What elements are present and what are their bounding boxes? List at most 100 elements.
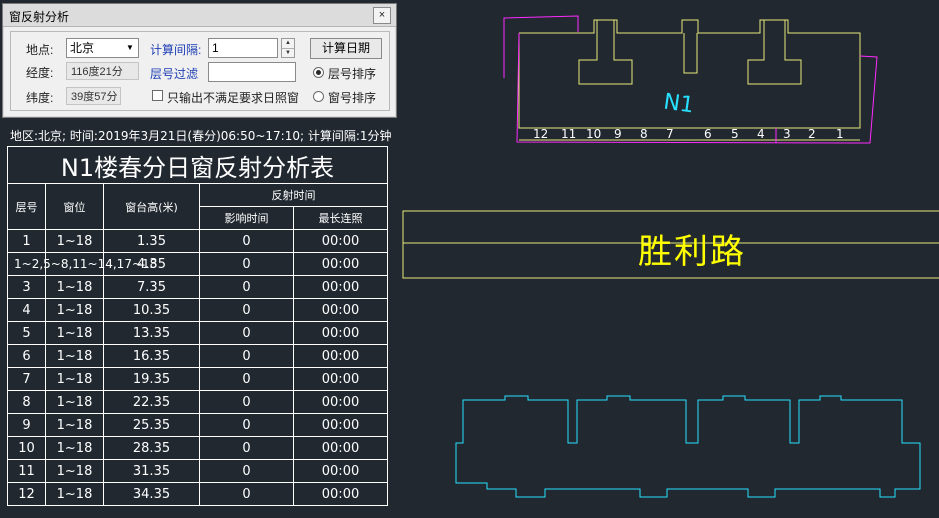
longitude-label: 经度: bbox=[26, 66, 54, 80]
cell-impact: 0 bbox=[199, 252, 294, 276]
cell-longest: 00:00 bbox=[292, 229, 389, 253]
unit-number: 9 bbox=[614, 127, 622, 141]
floor-filter-label: 层号过滤 bbox=[150, 67, 199, 81]
location-select[interactable]: 北京 ▼ bbox=[66, 38, 139, 58]
unit-number: 12 bbox=[533, 127, 548, 141]
cell-sill: 1.35 bbox=[103, 229, 200, 253]
cell-window: 1~18 bbox=[45, 229, 104, 253]
header-reflection: 反射时间 bbox=[198, 183, 389, 207]
location-value: 北京 bbox=[70, 41, 95, 55]
cell-sill: 34.35 bbox=[103, 482, 200, 506]
cell-impact: 0 bbox=[199, 413, 294, 437]
cell-longest: 00:00 bbox=[292, 344, 389, 368]
location-label: 地点: bbox=[26, 43, 54, 57]
unit-number-marks: 12 11 10 9 8 7 6 5 4 3 2 1 bbox=[533, 127, 844, 141]
sort-by-window-label[interactable]: 窗号排序 bbox=[328, 91, 377, 105]
analysis-info-line: 地区:北京; 时间:2019年3月21日(春分)06:50~17:10; 计算间… bbox=[10, 129, 392, 143]
unit-number: 11 bbox=[561, 127, 576, 141]
building-n1-outline[interactable] bbox=[518, 19, 861, 141]
cell-floor: 5 bbox=[7, 321, 46, 345]
cell-floor: 6 bbox=[7, 344, 46, 368]
interval-label: 计算间隔: bbox=[150, 43, 202, 57]
cell-longest: 00:00 bbox=[292, 413, 389, 437]
cell-floor: 9 bbox=[7, 413, 46, 437]
cell-window: 1~18 bbox=[45, 344, 104, 368]
cell-window: 1~18 bbox=[45, 459, 104, 483]
floor-filter-input[interactable] bbox=[208, 62, 296, 82]
cell-impact: 0 bbox=[199, 344, 294, 368]
only-output-checkbox[interactable] bbox=[152, 90, 163, 101]
cell-window: 1~18 bbox=[45, 275, 104, 299]
unit-number: 7 bbox=[666, 127, 674, 141]
chevron-down-icon[interactable]: ▼ bbox=[126, 43, 134, 52]
window-reflection-dialog[interactable]: 窗反射分析 × 地点: 北京 ▼ 经度: 116度21分 纬度: 39度57分 … bbox=[2, 3, 397, 118]
header-sill: 窗台高(米) bbox=[103, 183, 200, 230]
cell-impact: 0 bbox=[199, 436, 294, 460]
building-n1-magenta-outline[interactable] bbox=[503, 15, 878, 144]
latitude-label: 纬度: bbox=[26, 91, 54, 105]
dialog-settings-group: 地点: 北京 ▼ 经度: 116度21分 纬度: 39度57分 计算间隔: 1 … bbox=[10, 31, 390, 111]
close-button[interactable]: × bbox=[373, 7, 391, 24]
cell-floor: 1 bbox=[7, 229, 46, 253]
header-longest: 最长连照 bbox=[292, 206, 389, 230]
building-label: N1 bbox=[662, 90, 696, 119]
cell-sill: 13.35 bbox=[103, 321, 200, 345]
cell-window: 1~18 bbox=[45, 367, 104, 391]
reflection-analysis-table[interactable]: N1楼春分日窗反射分析表 层号 窗位 窗台高(米) 反射时间 影响时间 最长连照… bbox=[6, 146, 389, 506]
cell-window: 1~18 bbox=[45, 413, 104, 437]
road-outline[interactable] bbox=[402, 210, 939, 279]
cell-longest: 00:00 bbox=[292, 367, 389, 391]
unit-number: 3 bbox=[783, 127, 791, 141]
sort-by-floor-label[interactable]: 层号排序 bbox=[328, 67, 377, 81]
spin-down-icon[interactable]: ▼ bbox=[282, 48, 294, 58]
cell-sill: 4.35 bbox=[103, 252, 200, 276]
header-impact: 影响时间 bbox=[199, 206, 294, 230]
cell-longest: 00:00 bbox=[292, 482, 389, 506]
cell-window: 1~18 bbox=[45, 298, 104, 322]
unit-number: 6 bbox=[704, 127, 712, 141]
latitude-field: 39度57分 bbox=[66, 87, 121, 105]
building-cyan-outline[interactable] bbox=[455, 395, 921, 498]
cell-sill: 22.35 bbox=[103, 390, 200, 414]
spin-up-icon[interactable]: ▲ bbox=[285, 40, 291, 46]
cell-window: 1~18 bbox=[45, 390, 104, 414]
calc-date-button[interactable]: 计算日期 bbox=[310, 38, 382, 59]
cell-window: 1~18 bbox=[45, 482, 104, 506]
dialog-title: 窗反射分析 bbox=[9, 10, 70, 24]
sort-by-floor-radio[interactable] bbox=[313, 67, 324, 78]
header-window: 窗位 bbox=[45, 183, 104, 230]
unit-number: 1 bbox=[836, 127, 844, 141]
cell-longest: 00:00 bbox=[292, 321, 389, 345]
cell-floor: 8 bbox=[7, 390, 46, 414]
cell-sill: 7.35 bbox=[103, 275, 200, 299]
cell-sill: 16.35 bbox=[103, 344, 200, 368]
cell-longest: 00:00 bbox=[292, 436, 389, 460]
sort-by-window-radio[interactable] bbox=[313, 91, 324, 102]
interval-input[interactable]: 1 bbox=[208, 38, 278, 58]
cell-sill: 10.35 bbox=[103, 298, 200, 322]
cell-sill: 19.35 bbox=[103, 367, 200, 391]
only-output-label[interactable]: 只输出不满足要求日照窗 bbox=[167, 91, 300, 105]
cell-impact: 0 bbox=[199, 367, 294, 391]
cell-sill: 31.35 bbox=[103, 459, 200, 483]
header-floor: 层号 bbox=[7, 183, 46, 230]
cell-impact: 0 bbox=[199, 321, 294, 345]
cell-window: 1~18 bbox=[45, 321, 104, 345]
cell-longest: 00:00 bbox=[292, 459, 389, 483]
interval-spinner[interactable]: ▲ ▼ bbox=[281, 38, 295, 58]
dialog-title-bar[interactable]: 窗反射分析 × bbox=[3, 4, 396, 27]
table-title: N1楼春分日窗反射分析表 bbox=[6, 146, 389, 184]
